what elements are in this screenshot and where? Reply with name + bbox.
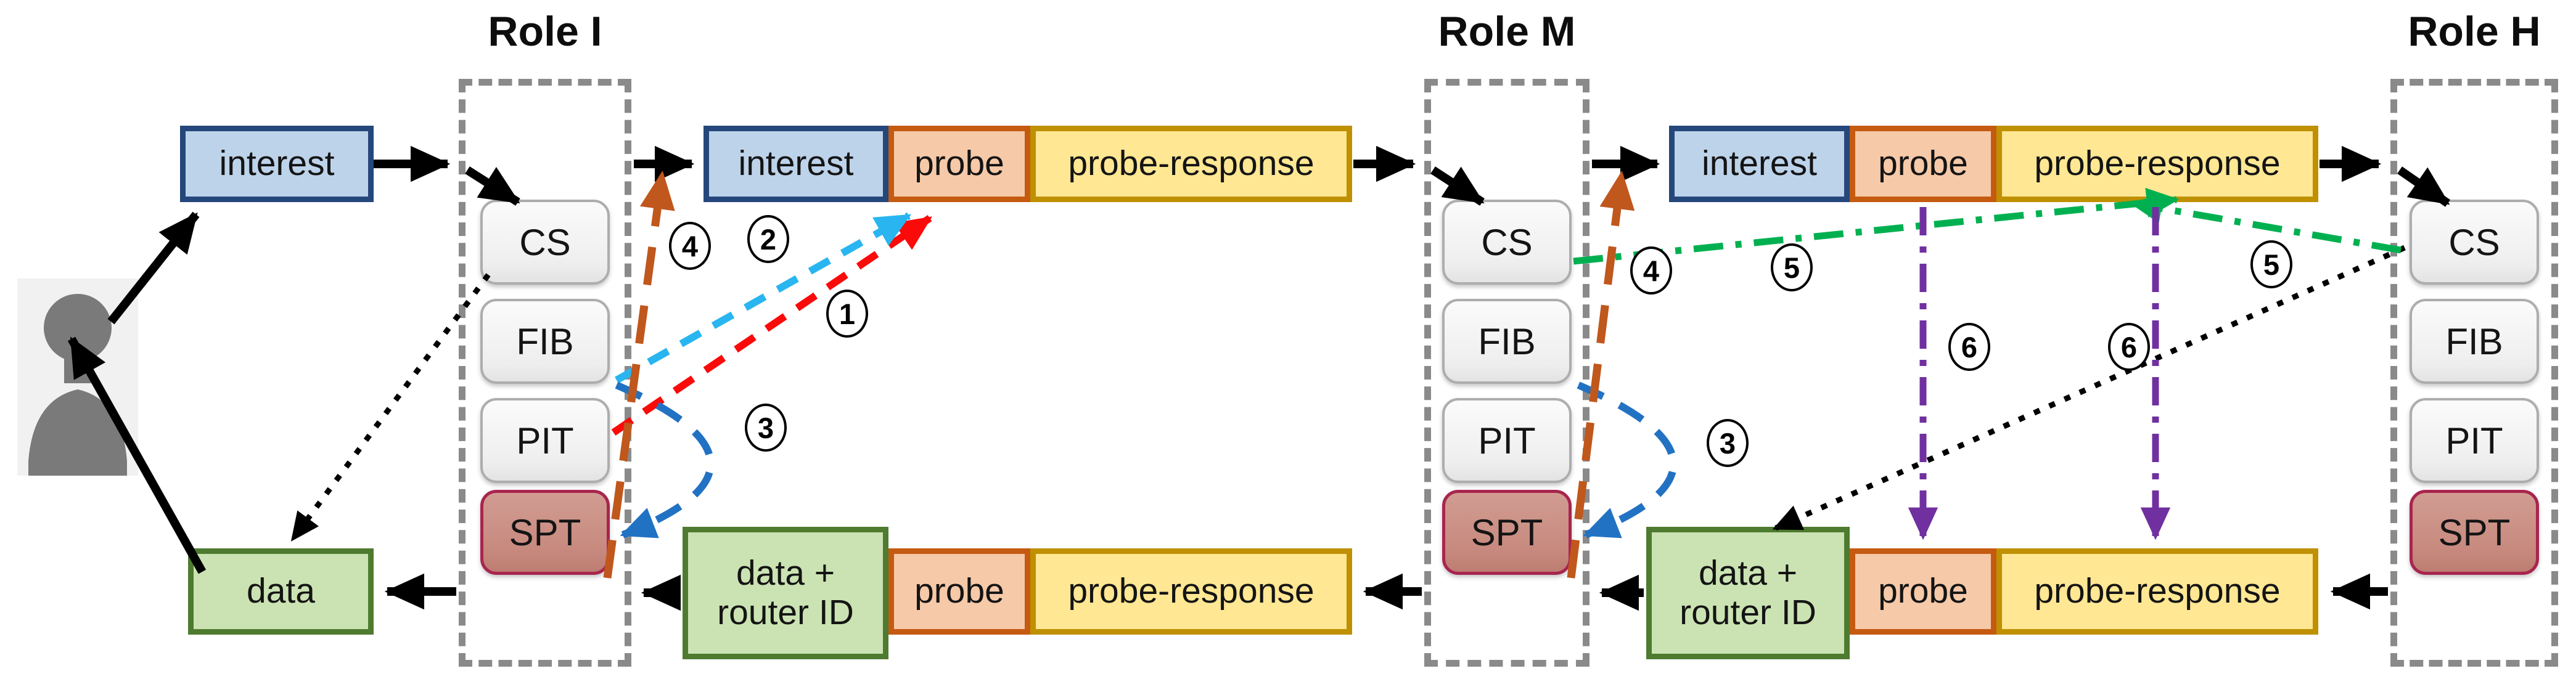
step-3-badge-role-i: 3 [745,404,787,452]
probe-response-box-g2: probe-response [1996,126,2318,202]
data-router-id-box-g1: data + router ID [683,527,888,659]
role-h-pit-table: PIT [2410,398,2539,483]
role-h-cs-table: CS [2410,200,2539,285]
probe-box-g1: probe [888,126,1030,202]
step-4-badge-role-i: 4 [669,222,711,270]
role-m-cs-table: CS [1442,200,1572,285]
probe-box-row2-g2: probe [1850,548,1996,635]
role-i-spt-table: SPT [480,490,610,575]
role-i-fib-table: FIB [480,299,610,384]
data-router-id-line1: data + [736,553,835,593]
role-m-spt-table: SPT [1442,490,1572,575]
probe-response-box-row2-g2: probe-response [1996,548,2318,635]
role-i-pit-table: PIT [480,398,610,483]
role-h-spt-table: SPT [2410,490,2539,575]
data-router-id-line1: data + [1698,553,1798,593]
black-flow-arrows [67,145,2450,611]
step-6-badge-left: 6 [1948,323,1990,371]
data-router-id-line2: router ID [1680,592,1816,632]
interest-box-g1: interest [703,126,888,202]
probe-box-g2: probe [1850,126,1996,202]
role-i-label: Role I [488,8,602,55]
step-2-badge: 2 [747,215,789,263]
role-m-pit-table: PIT [1442,398,1572,483]
role-h-fib-table: FIB [2410,299,2539,384]
probe-response-box-row2-g1: probe-response [1030,548,1352,635]
step-1-badge: 1 [826,290,868,338]
arrow-step3-fib-to-spt-role-m [1577,381,1677,539]
user-silhouette-icon [17,278,138,476]
step-5-badge-left: 5 [1771,243,1813,291]
step-4-badge-role-m: 4 [1630,246,1672,295]
step-5-badge-right: 5 [2250,240,2292,288]
data-box: data [188,548,374,635]
interest-box-g2: interest [1669,126,1850,202]
probe-box-row2-g1: probe [888,548,1030,635]
data-router-id-line2: router ID [717,592,854,632]
role-m-label: Role M [1438,8,1576,55]
data-router-id-box-g2: data + router ID [1646,527,1850,659]
step-3-badge-role-m: 3 [1707,419,1749,467]
step-6-badge-right: 6 [2108,323,2150,371]
role-i-cs-table: CS [480,200,610,285]
role-m-fib-table: FIB [1442,299,1572,384]
dotted-arrow-cs-h-to-data-router [1772,245,2406,532]
interest-box-consumer: interest [180,126,374,202]
probe-response-box-g1: probe-response [1030,126,1352,202]
role-h-label: Role H [2408,8,2541,55]
